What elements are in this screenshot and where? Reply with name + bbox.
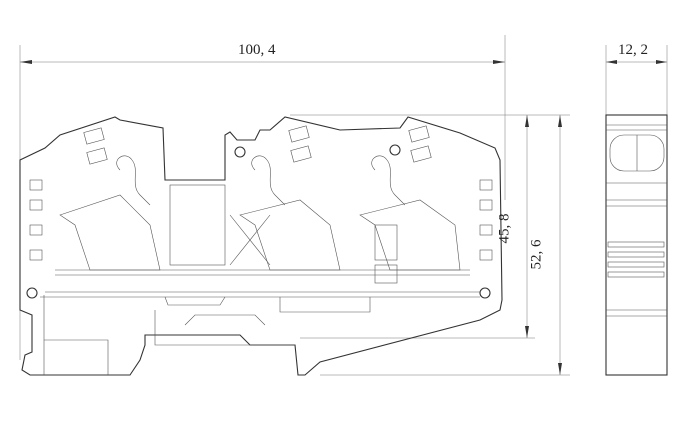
dimension-heights: [290, 114, 570, 376]
terminal-block-side-view: [605, 114, 668, 376]
dimension-label-side-width: 12, 2: [618, 42, 648, 58]
dimension-label-height-inner: 45, 8: [496, 213, 513, 244]
dimension-side-width: [605, 45, 668, 115]
dimension-overall-width: [19, 35, 506, 360]
terminal-block-front-view: [19, 116, 503, 376]
dimension-label-overall-width: 100, 4: [238, 42, 276, 58]
dimension-label-height-total: 52, 6: [528, 239, 545, 270]
